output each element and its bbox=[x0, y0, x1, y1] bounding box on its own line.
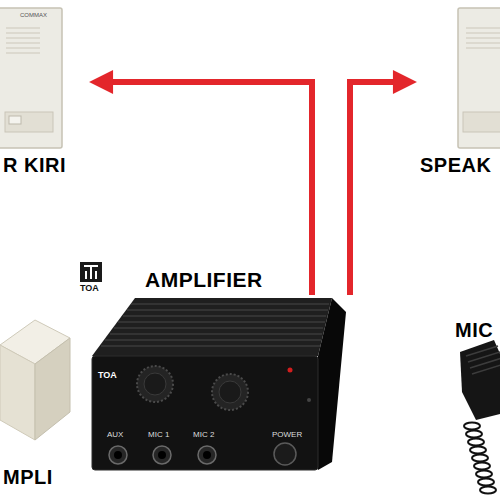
signal-arrow bbox=[102, 82, 312, 295]
input-jack bbox=[109, 446, 127, 464]
microphone-cord bbox=[474, 463, 490, 470]
microphone-cord bbox=[466, 431, 482, 438]
volume-knob bbox=[137, 366, 173, 402]
amplifier-top bbox=[92, 298, 332, 356]
microphone: MIC bbox=[452, 315, 500, 490]
speaker-button-panel bbox=[5, 112, 53, 132]
device-label: SPEAK bbox=[420, 154, 491, 176]
speaker-button bbox=[9, 116, 21, 124]
device-label: MPLI bbox=[3, 466, 53, 488]
microphone-grille bbox=[466, 346, 500, 374]
volume-knob-cap bbox=[144, 373, 166, 395]
device-label: MIC bbox=[455, 319, 493, 341]
amplifier-vents bbox=[101, 304, 329, 346]
microphone-cord bbox=[472, 455, 488, 462]
brand-panel-text: TOA bbox=[98, 371, 117, 381]
speaker-button-panel bbox=[463, 112, 500, 132]
volume-knob bbox=[212, 374, 248, 410]
speaker-grille bbox=[6, 28, 40, 53]
volume-knob-cap bbox=[219, 381, 241, 403]
device-label: R KIRI bbox=[3, 154, 66, 176]
input-jack-hole bbox=[203, 451, 211, 459]
amplifier-side bbox=[318, 298, 346, 470]
microphone-cord bbox=[476, 471, 492, 478]
microphone-body bbox=[460, 340, 500, 420]
device-label: AMPLIFIER bbox=[145, 268, 263, 291]
power-led bbox=[288, 368, 293, 373]
input-jack-hole bbox=[158, 451, 166, 459]
ampli-front bbox=[0, 345, 35, 440]
microphone-cord bbox=[480, 487, 496, 494]
pre-amplifier: MPLI bbox=[0, 312, 82, 492]
ampli-side bbox=[35, 338, 70, 440]
panel-screw bbox=[307, 398, 311, 402]
microphone-cord bbox=[470, 447, 486, 454]
microphone-cord bbox=[478, 479, 494, 486]
microphone-cord bbox=[464, 423, 480, 430]
input-jack bbox=[153, 446, 171, 464]
input-jack-hole bbox=[114, 451, 122, 459]
speaker-panel bbox=[458, 8, 500, 148]
input-jack bbox=[198, 446, 216, 464]
switch-label: POWER bbox=[272, 431, 302, 440]
brand-logo-mark bbox=[84, 266, 98, 279]
power-switch bbox=[274, 443, 296, 465]
speaker-grille bbox=[466, 28, 500, 48]
input-label: AUX bbox=[107, 431, 123, 440]
amplifier-front bbox=[92, 356, 318, 470]
signal-arrow bbox=[350, 82, 404, 295]
speaker-panel bbox=[0, 8, 62, 148]
brand-text: COMMAX bbox=[20, 12, 47, 19]
input-label: MIC 1 bbox=[148, 431, 169, 440]
microphone-cord bbox=[468, 439, 484, 446]
speaker-right: SPEAK bbox=[418, 0, 500, 186]
brand-logo bbox=[80, 262, 102, 282]
speaker-left: R KIRI bbox=[0, 0, 88, 186]
input-label: MIC 2 bbox=[193, 431, 214, 440]
brand-logo-text: TOA bbox=[80, 284, 99, 294]
amplifier: AMPLIFIER bbox=[88, 295, 353, 473]
